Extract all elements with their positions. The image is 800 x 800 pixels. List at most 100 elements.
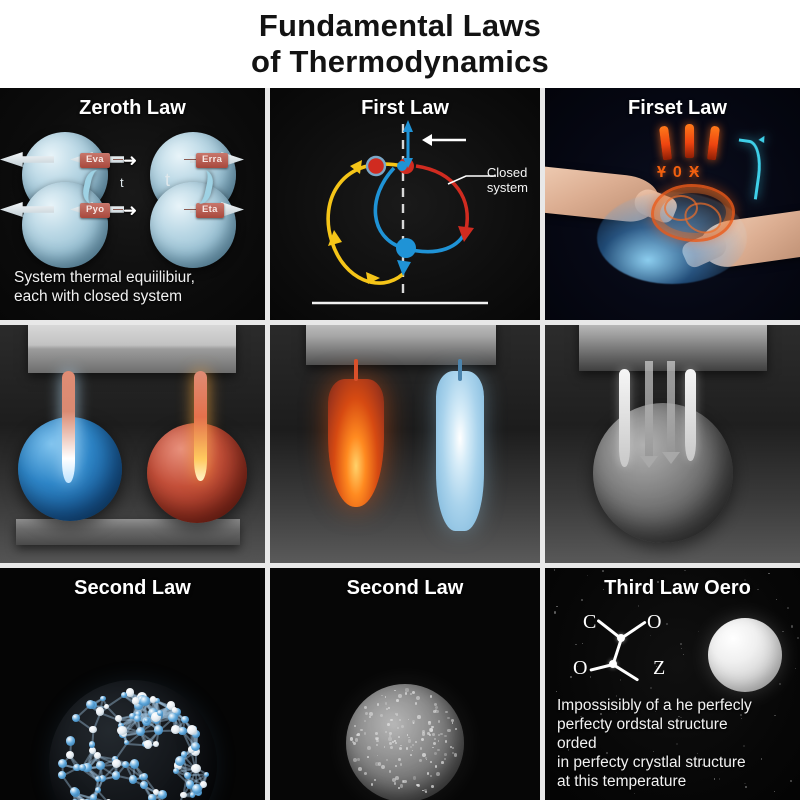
lattice-atom — [132, 697, 140, 705]
panel-first-law[interactable]: First Law — [270, 88, 540, 320]
sphere-speck — [397, 735, 401, 739]
lattice-atom — [156, 709, 164, 716]
background-star — [787, 607, 789, 609]
cold-vessel-stem — [458, 359, 462, 381]
gray-down-arrow-1 — [640, 361, 658, 468]
lattice-atom — [88, 725, 97, 734]
gray-probe-2 — [685, 369, 696, 461]
lattice-atom — [128, 775, 138, 784]
first-law-leader-line — [447, 175, 496, 185]
panel-firset-law[interactable]: Firset Law Ұ0Ӿ — [545, 88, 800, 320]
sphere-speck — [414, 702, 418, 705]
third-law-caption: Impossisibly of a he perfecly perfecty o… — [557, 696, 800, 791]
lattice-atom — [88, 741, 95, 748]
background-star — [553, 611, 556, 614]
sphere-speck — [398, 694, 403, 698]
panel-sphere-press[interactable] — [0, 325, 265, 563]
sphere-speck — [367, 755, 369, 758]
lattice-atom — [121, 760, 130, 768]
background-star — [655, 666, 657, 668]
lattice-atom — [135, 726, 146, 737]
sphere-speck — [401, 725, 405, 729]
zeroth-caption-line-2: each with closed system — [14, 288, 182, 305]
sphere-speck — [403, 779, 407, 784]
zeroth-transfer-arrow-icon-1: ➜ — [123, 151, 138, 170]
sphere-speck — [394, 782, 397, 785]
lattice-atom — [151, 712, 162, 722]
background-star — [666, 622, 669, 625]
panel-gray-sphere[interactable] — [545, 325, 800, 563]
panel-vessels[interactable] — [270, 325, 540, 563]
background-star — [616, 758, 618, 760]
firset-cyan-arc-icon — [731, 138, 765, 200]
sphere-speck — [426, 772, 430, 775]
sphere-speck — [364, 720, 366, 722]
sphere-speck — [399, 763, 403, 766]
sphere-speck — [450, 719, 454, 722]
background-star — [791, 625, 794, 628]
lattice-atom — [181, 715, 189, 724]
first-law-annotation-line-1: Closed — [486, 165, 528, 180]
panel-second-law-lattice[interactable]: Second Law — [0, 568, 265, 800]
sphere-speck — [383, 746, 386, 749]
lattice-atom — [183, 771, 191, 779]
lattice-atom — [186, 724, 197, 735]
sphere-speck — [431, 725, 434, 729]
sphere-speck — [409, 746, 413, 749]
first-law-yellow-loop — [326, 162, 405, 285]
sphere-speck — [440, 732, 444, 736]
sphere-speck — [385, 702, 388, 705]
background-star — [652, 750, 654, 752]
sphere-speck — [363, 705, 367, 709]
panel-second-law-speckled[interactable]: Second Law — [270, 568, 540, 800]
lattice-atom — [171, 725, 180, 735]
zeroth-caption: System thermal equiilibiur, each with cl… — [14, 268, 195, 306]
sphere-speck — [415, 696, 420, 701]
sphere-speck — [395, 742, 398, 745]
lattice-atom — [95, 787, 101, 794]
zeroth-tag-4: Eta — [196, 203, 224, 218]
background-star — [682, 653, 685, 656]
zeroth-connector-1 — [113, 159, 123, 160]
lattice-atom — [153, 725, 164, 736]
zeroth-tag-2: Erra — [196, 153, 229, 168]
lattice-atom — [65, 750, 75, 759]
lattice-atom — [175, 756, 186, 767]
lattice-atom — [71, 713, 81, 723]
sphere-speck — [391, 777, 396, 782]
sphere-speck — [355, 734, 358, 736]
background-star — [774, 715, 776, 717]
sphere-speck — [358, 766, 363, 771]
sphere-speck — [438, 720, 441, 723]
panel-zeroth-law[interactable]: Zeroth Law Eva Erra Pyo Eta — [0, 88, 265, 320]
sphere-speck — [380, 694, 383, 697]
panel-title-second-left: Second Law — [74, 577, 191, 599]
sphere-speck — [433, 710, 436, 713]
background-star — [744, 579, 746, 581]
background-star — [605, 751, 608, 754]
sphere-speck — [400, 744, 402, 747]
sphere-speck — [387, 707, 390, 710]
sphere-speck — [411, 690, 416, 695]
sphere-speck — [394, 689, 396, 692]
first-law-vertical-arrowhead-down — [403, 158, 413, 168]
panel-third-law[interactable]: Third Law Oero C O O Z → Impossisibly of… — [545, 568, 800, 800]
sphere-speck — [352, 741, 354, 743]
background-star — [581, 643, 584, 645]
background-star — [580, 599, 583, 602]
third-law-molecule-diagram: C O O Z — [567, 612, 695, 684]
background-star — [663, 580, 665, 582]
lattice-atom — [125, 687, 135, 697]
background-star — [556, 691, 557, 692]
lattice-atom — [190, 792, 196, 798]
lattice-atom — [94, 776, 101, 783]
background-star — [575, 643, 577, 646]
sphere-speck — [433, 751, 437, 755]
sphere-speck — [365, 712, 369, 716]
cold-probe-icon — [62, 371, 75, 483]
sphere-speck — [407, 718, 410, 721]
sphere-speck — [375, 744, 378, 747]
lattice-atom — [88, 747, 96, 755]
lattice-atom — [140, 781, 149, 790]
hot-vessel-stem — [354, 359, 358, 381]
